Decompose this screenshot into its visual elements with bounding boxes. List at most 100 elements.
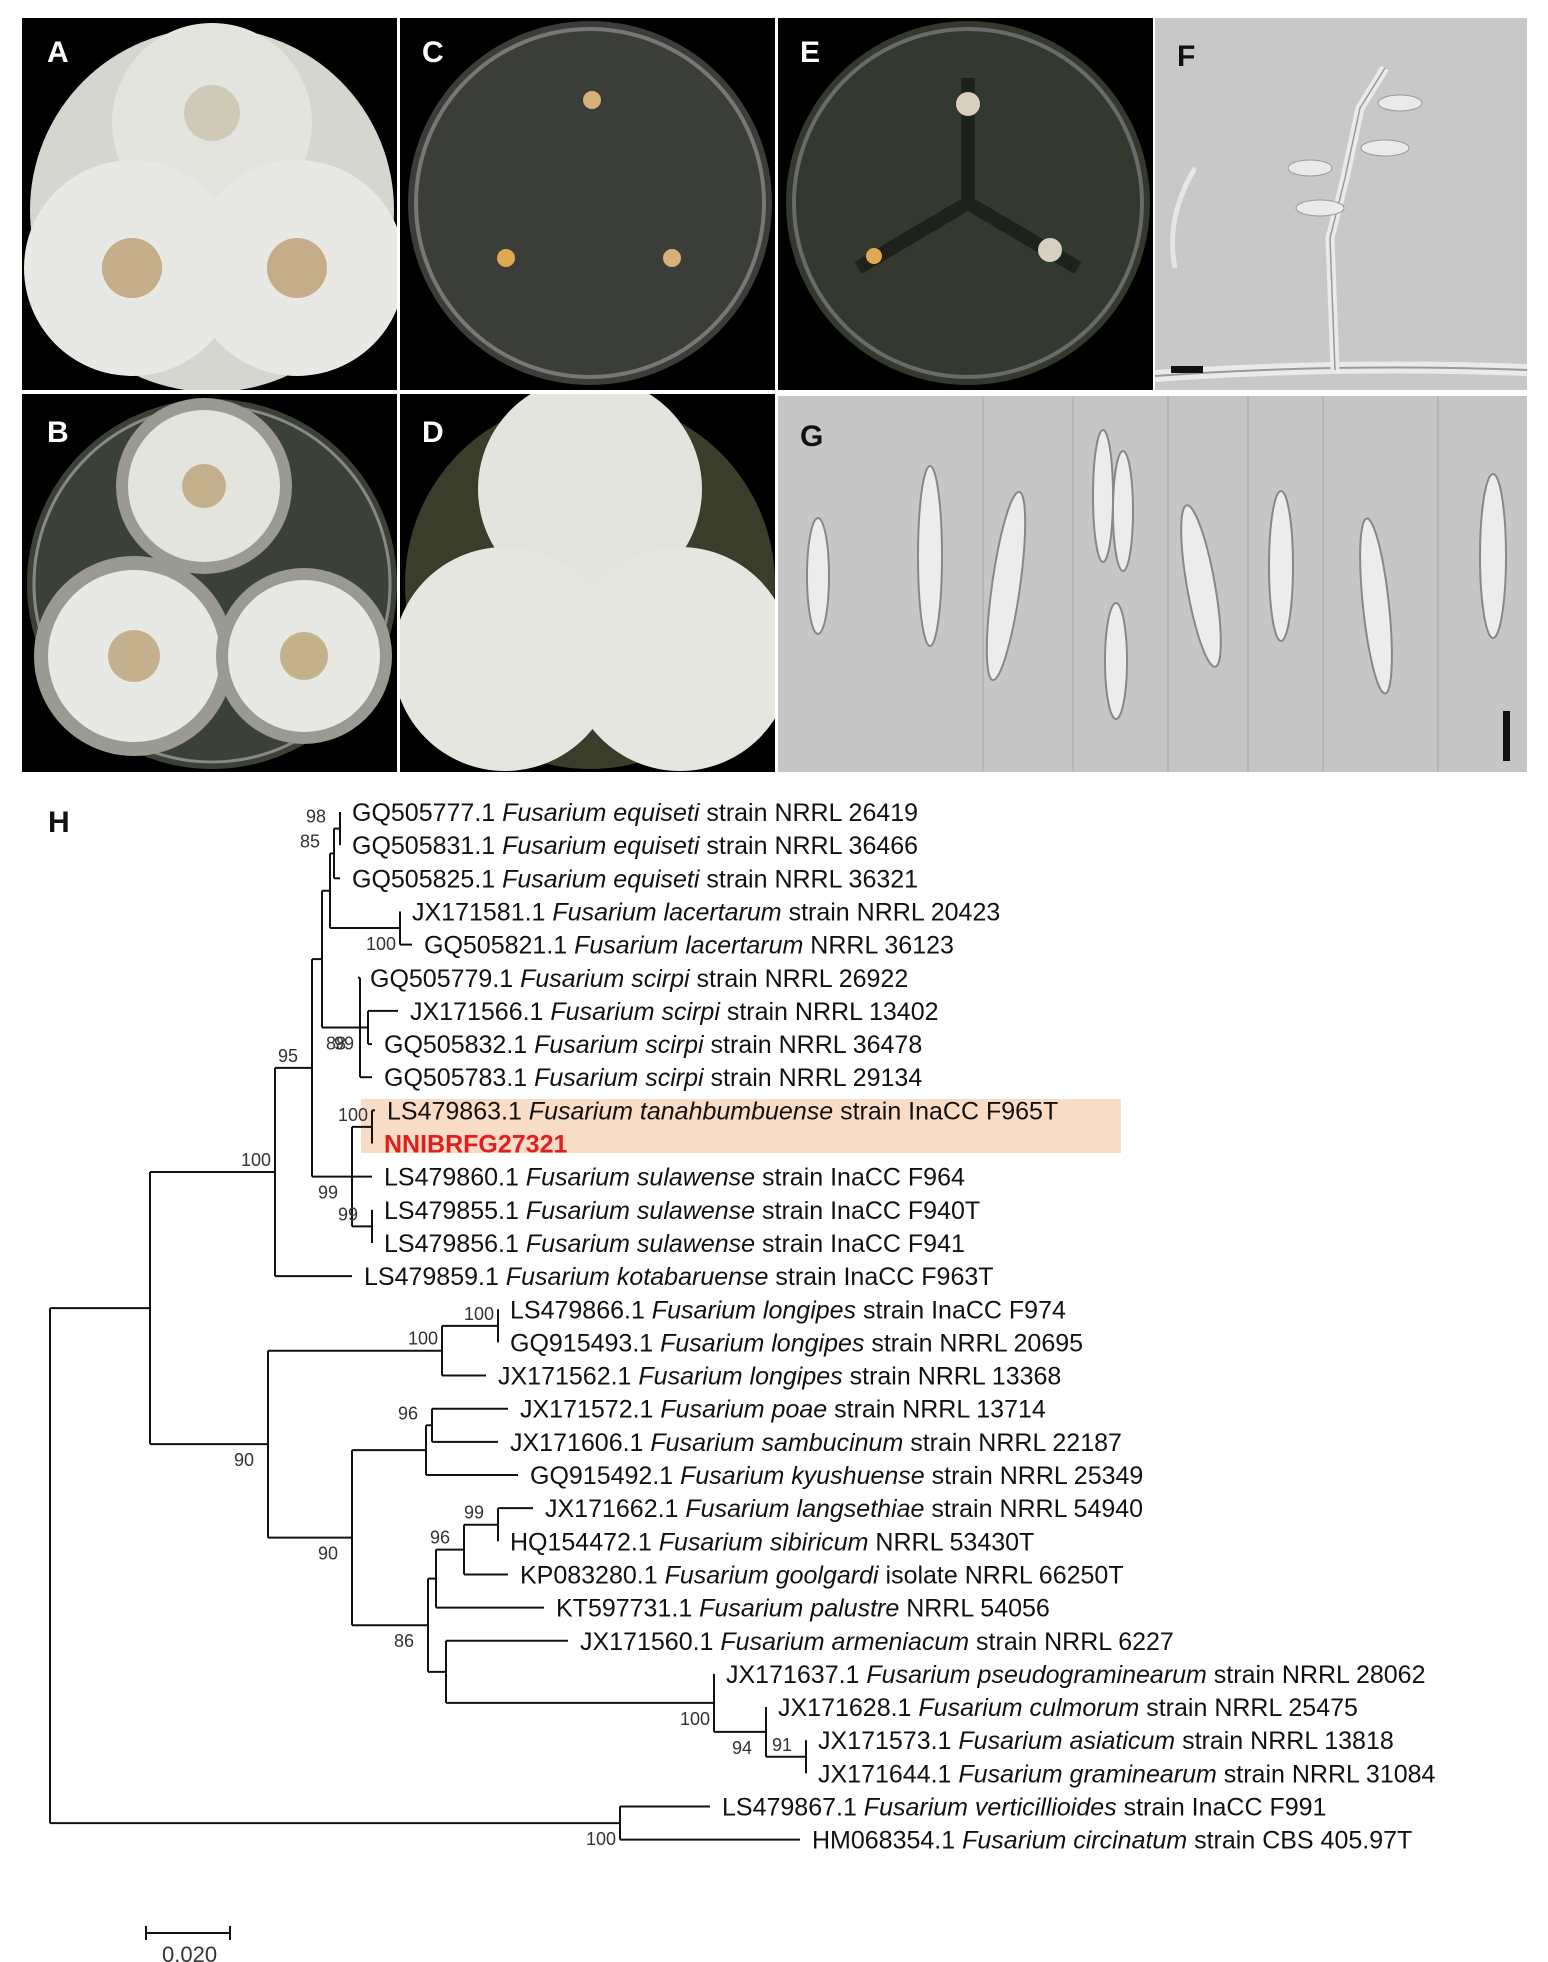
leaf-label: KT597731.1 Fusarium palustre NRRL 54056	[556, 1595, 1050, 1623]
bootstrap-support: 96	[430, 1528, 450, 1548]
panel-b: B	[22, 394, 397, 772]
leaf-label: JX171566.1 Fusarium scirpi strain NRRL 1…	[410, 998, 939, 1026]
leaf-accession: LS479860.1	[384, 1164, 526, 1192]
panel-label-b: B	[47, 416, 69, 449]
bootstrap-support: 99	[318, 1183, 338, 1203]
leaf-accession: GQ505825.1	[352, 865, 502, 893]
tree-support-values: 9885100998810099999510010010096999691941…	[234, 807, 792, 1849]
leaf-strain: strain NRRL 20695	[871, 1329, 1083, 1357]
leaf-strain: strain InaCC F963T	[775, 1263, 993, 1291]
bootstrap-support: 100	[680, 1709, 710, 1729]
panel-d: D	[400, 394, 775, 772]
panel-label-f: F	[1177, 40, 1196, 73]
leaf-accession: JX171562.1	[498, 1363, 638, 1391]
panel-label-c: C	[422, 36, 444, 69]
leaf-label: GQ505831.1 Fusarium equiseti strain NRRL…	[352, 832, 918, 860]
leaf-accession: GQ915492.1	[530, 1462, 680, 1490]
leaf-label: LS479856.1 Fusarium sulawense strain Ina…	[384, 1230, 965, 1258]
leaf-strain: strain NRRL 22187	[910, 1429, 1122, 1457]
bootstrap-support: 100	[241, 1150, 271, 1170]
leaf-strain: strain NRRL 25349	[932, 1462, 1144, 1490]
scale-bar: 0.020	[145, 1926, 231, 1962]
leaf-strain: strain InaCC F974	[863, 1296, 1066, 1324]
leaf-label: JX171581.1 Fusarium lacertarum strain NR…	[412, 898, 1000, 926]
leaf-strain: strain InaCC F964	[762, 1164, 965, 1192]
bootstrap-support: 100	[408, 1329, 438, 1349]
leaf-accession: KT597731.1	[556, 1595, 699, 1623]
leaf-strain: strain NRRL 26922	[697, 965, 909, 993]
leaf-label: HM068354.1 Fusarium circinatum strain CB…	[812, 1827, 1412, 1855]
leaf-accession: JX171637.1	[726, 1661, 866, 1689]
leaf-label: GQ505825.1 Fusarium equiseti strain NRRL…	[352, 865, 918, 893]
bootstrap-support: 98	[306, 807, 326, 827]
bootstrap-support: 100	[464, 1304, 494, 1324]
leaf-strain: strain NRRL 54940	[931, 1495, 1143, 1523]
leaf-label: LS479860.1 Fusarium sulawense strain Ina…	[384, 1164, 965, 1192]
bootstrap-support: 86	[394, 1631, 414, 1651]
leaf-label: GQ505821.1 Fusarium lacertarum NRRL 3612…	[424, 932, 954, 960]
leaf-species: Fusarium lacertarum	[574, 932, 810, 960]
leaf-label: GQ505777.1 Fusarium equiseti strain NRRL…	[352, 799, 918, 827]
highlight-box	[361, 1099, 1121, 1153]
leaf-label: JX171562.1 Fusarium longipes strain NRRL…	[498, 1363, 1061, 1391]
leaf-accession: JX171606.1	[510, 1429, 650, 1457]
leaf-species: Fusarium pseudograminearum	[866, 1661, 1213, 1689]
leaf-species: Fusarium goolgardi	[665, 1561, 886, 1589]
leaf-label: HQ154472.1 Fusarium sibiricum NRRL 53430…	[510, 1528, 1034, 1556]
leaf-species: Fusarium longipes	[660, 1329, 871, 1357]
panel-label-h: H	[48, 806, 70, 839]
leaf-strain: strain NRRL 13402	[727, 998, 939, 1026]
leaf-accession: LS479855.1	[384, 1197, 526, 1225]
leaf-species: Fusarium sulawense	[526, 1164, 762, 1192]
leaf-accession: LS479863.1	[387, 1097, 529, 1125]
leaf-accession: GQ915493.1	[510, 1329, 660, 1357]
leaf-species: Fusarium equiseti	[502, 799, 706, 827]
leaf-strain: NRRL 54056	[906, 1595, 1050, 1623]
panel-g-micrograph	[806, 396, 1510, 772]
bootstrap-support: 100	[366, 934, 396, 954]
panel-c-plate	[408, 21, 772, 385]
tree-leaf-labels: GQ505777.1 Fusarium equiseti strain NRRL…	[352, 799, 1436, 1855]
leaf-strain: strain NRRL 26419	[706, 799, 918, 827]
leaf-accession: JX171566.1	[410, 998, 550, 1026]
leaf-species: Fusarium equiseti	[502, 865, 706, 893]
bootstrap-support: 88	[326, 1033, 346, 1053]
leaf-species: Fusarium sulawense	[526, 1230, 762, 1258]
leaf-species: Fusarium palustre	[699, 1595, 906, 1623]
leaf-species: Fusarium longipes	[652, 1296, 863, 1324]
bootstrap-support: 94	[732, 1738, 752, 1758]
leaf-species: Fusarium sibiricum	[659, 1528, 876, 1556]
leaf-accession: JX171581.1	[412, 898, 552, 926]
panel-b-plate	[27, 398, 397, 769]
leaf-label: JX171560.1 Fusarium armeniacum strain NR…	[580, 1628, 1174, 1656]
leaf-species: Fusarium armeniacum	[720, 1628, 976, 1656]
panel-f: F	[1155, 18, 1527, 390]
leaf-accession: GQ505779.1	[370, 965, 520, 993]
leaf-species: Fusarium scirpi	[534, 1031, 710, 1059]
bootstrap-support: 91	[772, 1735, 792, 1755]
leaf-strain: strain NRRL 29134	[711, 1064, 923, 1092]
leaf-species: Fusarium culmorum	[918, 1694, 1146, 1722]
leaf-accession: GQ505821.1	[424, 932, 574, 960]
bootstrap-support: 100	[338, 1105, 368, 1125]
leaf-strain: strain NRRL 25475	[1146, 1694, 1358, 1722]
leaf-label: GQ915492.1 Fusarium kyushuense strain NR…	[530, 1462, 1143, 1490]
leaf-strain: strain NRRL 31084	[1224, 1760, 1436, 1788]
leaf-strain: strain NRRL 36466	[706, 832, 918, 860]
leaf-accession: LS479866.1	[510, 1296, 652, 1324]
bootstrap-support: 100	[586, 1829, 616, 1849]
leaf-strain: isolate NRRL 66250T	[886, 1561, 1124, 1589]
leaf-species: Fusarium longipes	[638, 1363, 849, 1391]
leaf-species: Fusarium equiseti	[502, 832, 706, 860]
panel-e: E	[778, 18, 1153, 390]
leaf-species: Fusarium kotabaruense	[506, 1263, 776, 1291]
leaf-accession: NNIBRFG27321	[384, 1131, 567, 1159]
leaf-accession: HQ154472.1	[510, 1528, 659, 1556]
panel-label-d: D	[422, 416, 444, 449]
leaf-strain: strain InaCC F965T	[840, 1097, 1058, 1125]
bootstrap-support: 95	[278, 1046, 298, 1066]
bootstrap-support: 96	[398, 1403, 418, 1423]
leaf-species: Fusarium tanahbumbuense	[529, 1097, 840, 1125]
leaf-label: LS479867.1 Fusarium verticillioides stra…	[722, 1794, 1326, 1822]
leaf-strain: strain InaCC F940T	[762, 1197, 980, 1225]
